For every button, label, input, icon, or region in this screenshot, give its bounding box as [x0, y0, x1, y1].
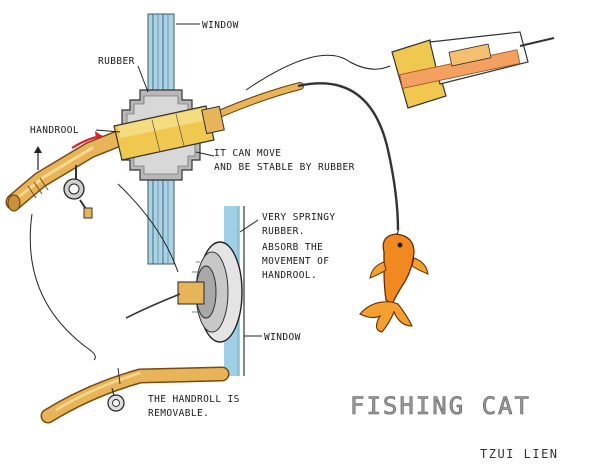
label-move-1: IT CAN MOVE [214, 148, 281, 159]
label-removable-1: THE HANDROLL IS [148, 394, 240, 405]
rubber-sleeve [113, 105, 225, 161]
suction-cup-detail [125, 206, 245, 376]
label-window-top: WINDOW [202, 20, 239, 31]
label-springy-2: RUBBER. [262, 226, 305, 237]
label-springy-3: ABSORB THE [262, 242, 323, 253]
author-signature: TZUI LIEN [480, 447, 559, 461]
label-springy-4: MOVEMENT OF [262, 256, 329, 267]
label-springy-1: VERY SPRINGY [262, 212, 335, 223]
rod-tip-detail [391, 31, 555, 109]
fishing-rod [5, 82, 400, 231]
fish-icon [359, 215, 429, 333]
leader-lines [29, 23, 391, 361]
up-arrow-icon [34, 146, 42, 170]
label-handrool: HANDROOL [30, 125, 79, 136]
label-rubber: RUBBER [98, 56, 135, 67]
diagram-title: FISHING CAT [350, 392, 531, 420]
label-removable-2: REMOVABLE. [148, 408, 209, 419]
movement-arrow-icon [71, 131, 103, 149]
label-springy-5: HANDROOL. [262, 270, 317, 281]
label-move-2: AND BE STABLE BY RUBBER [214, 162, 355, 173]
label-window-bottom: WINDOW [264, 332, 301, 343]
reel-icon-upper [63, 165, 93, 219]
handroll-detail [40, 366, 230, 424]
